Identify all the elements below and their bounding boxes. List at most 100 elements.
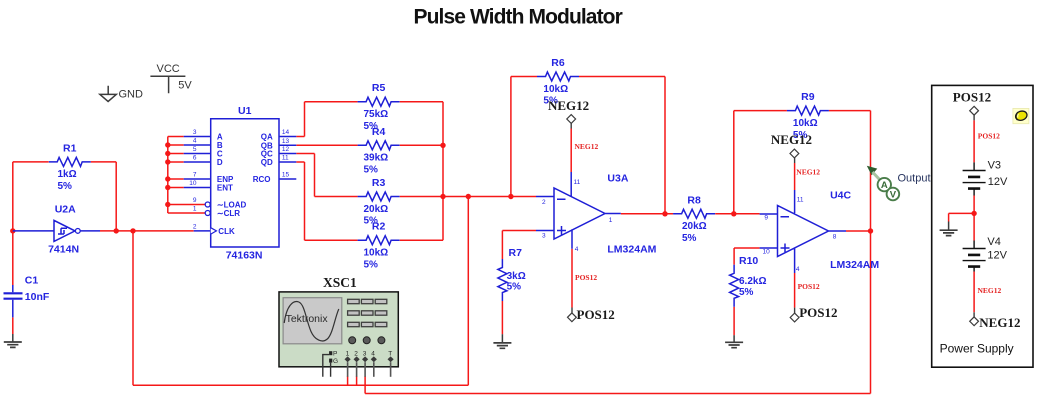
svg-text:P: P bbox=[333, 350, 337, 357]
svg-text:U2A: U2A bbox=[55, 204, 76, 216]
svg-text:5%: 5% bbox=[364, 216, 379, 227]
svg-text:V: V bbox=[890, 190, 897, 201]
svg-text:R6: R6 bbox=[551, 57, 565, 69]
svg-text:6.2kΩ: 6.2kΩ bbox=[739, 276, 766, 287]
svg-text:5V: 5V bbox=[178, 79, 192, 91]
svg-text:5%: 5% bbox=[507, 282, 522, 293]
svg-text:6: 6 bbox=[193, 155, 197, 162]
svg-text:NEG12: NEG12 bbox=[978, 286, 1002, 295]
svg-text:39kΩ: 39kΩ bbox=[364, 153, 389, 164]
svg-text:Output: Output bbox=[898, 173, 931, 185]
svg-text:C: C bbox=[217, 150, 223, 159]
svg-text:R3: R3 bbox=[372, 177, 386, 189]
svg-text:20kΩ: 20kΩ bbox=[682, 221, 707, 232]
svg-text:RCO: RCO bbox=[253, 175, 271, 184]
svg-text:NEG12: NEG12 bbox=[979, 315, 1020, 330]
svg-text:5: 5 bbox=[193, 146, 197, 153]
svg-text:NEG12: NEG12 bbox=[548, 98, 589, 113]
svg-text:R5: R5 bbox=[372, 82, 386, 94]
svg-text:QB: QB bbox=[261, 141, 273, 150]
svg-text:R9: R9 bbox=[801, 91, 815, 103]
svg-text:5%: 5% bbox=[364, 165, 379, 176]
svg-text:V3: V3 bbox=[988, 159, 1001, 171]
svg-text:5%: 5% bbox=[682, 233, 697, 244]
svg-text:11: 11 bbox=[797, 196, 804, 203]
svg-text:A: A bbox=[881, 180, 888, 191]
svg-text:13: 13 bbox=[282, 138, 290, 145]
svg-text:ENT: ENT bbox=[217, 184, 233, 193]
svg-text:U3A: U3A bbox=[607, 173, 628, 185]
svg-text:R8: R8 bbox=[687, 194, 701, 206]
svg-text:4: 4 bbox=[371, 350, 375, 357]
svg-text:74163N: 74163N bbox=[226, 250, 263, 262]
svg-text:7: 7 bbox=[193, 172, 197, 179]
svg-text:ENP: ENP bbox=[217, 175, 234, 184]
svg-text:D: D bbox=[217, 158, 223, 167]
svg-text:2: 2 bbox=[354, 350, 358, 357]
svg-text:5%: 5% bbox=[58, 181, 73, 192]
svg-text:POS12: POS12 bbox=[799, 305, 837, 320]
svg-text:20kΩ: 20kΩ bbox=[364, 204, 389, 215]
svg-text:V4: V4 bbox=[987, 236, 1000, 248]
svg-text:POS12: POS12 bbox=[577, 307, 615, 322]
svg-text:11: 11 bbox=[574, 179, 581, 186]
svg-text:B: B bbox=[217, 141, 223, 150]
svg-text:QA: QA bbox=[261, 133, 273, 142]
svg-text:10nF: 10nF bbox=[25, 291, 50, 303]
svg-text:R10: R10 bbox=[739, 255, 758, 267]
svg-text:2: 2 bbox=[193, 224, 197, 231]
svg-text:1: 1 bbox=[346, 350, 350, 357]
svg-text:1: 1 bbox=[609, 217, 613, 224]
svg-text:10kΩ: 10kΩ bbox=[543, 84, 568, 95]
svg-text:10: 10 bbox=[762, 248, 770, 255]
svg-text:3: 3 bbox=[193, 129, 197, 136]
svg-text:∼CLR: ∼CLR bbox=[217, 209, 240, 218]
svg-text:5%: 5% bbox=[364, 259, 379, 270]
svg-text:R2: R2 bbox=[372, 221, 386, 233]
svg-text:VCC: VCC bbox=[157, 63, 180, 75]
svg-text:NEG12: NEG12 bbox=[771, 132, 812, 147]
svg-text:C1: C1 bbox=[25, 275, 39, 287]
svg-text:10: 10 bbox=[189, 180, 197, 187]
svg-text:10kΩ: 10kΩ bbox=[364, 248, 389, 259]
svg-text:Tektronix: Tektronix bbox=[286, 313, 329, 325]
svg-text:POS12: POS12 bbox=[575, 273, 597, 282]
svg-text:U1: U1 bbox=[238, 105, 252, 117]
svg-text:11: 11 bbox=[282, 155, 289, 162]
svg-text:3: 3 bbox=[542, 233, 546, 240]
svg-text:4: 4 bbox=[193, 138, 197, 145]
svg-text:Power Supply: Power Supply bbox=[940, 342, 1014, 356]
svg-text:1kΩ: 1kΩ bbox=[58, 169, 77, 180]
svg-text:GND: GND bbox=[119, 89, 144, 101]
svg-text:G: G bbox=[333, 358, 338, 365]
svg-text:12: 12 bbox=[282, 146, 290, 153]
svg-text:R4: R4 bbox=[372, 126, 386, 138]
svg-text:5%: 5% bbox=[364, 121, 379, 132]
svg-text:1: 1 bbox=[193, 206, 197, 213]
svg-text:NEG12: NEG12 bbox=[796, 167, 820, 176]
svg-text:12V: 12V bbox=[987, 249, 1007, 261]
svg-text:4: 4 bbox=[796, 266, 800, 273]
svg-text:12V: 12V bbox=[988, 176, 1008, 188]
svg-text:Pulse Width Modulator: Pulse Width Modulator bbox=[413, 5, 622, 28]
svg-text:10kΩ: 10kΩ bbox=[793, 118, 818, 129]
svg-text:7414N: 7414N bbox=[48, 244, 79, 256]
svg-text:8: 8 bbox=[833, 234, 837, 241]
svg-text:POS12: POS12 bbox=[798, 282, 820, 291]
svg-text:R1: R1 bbox=[63, 142, 77, 154]
svg-text:14: 14 bbox=[282, 129, 290, 136]
svg-text:∼LOAD: ∼LOAD bbox=[217, 201, 247, 210]
svg-text:POS12: POS12 bbox=[953, 90, 991, 105]
svg-text:3: 3 bbox=[363, 350, 367, 357]
svg-text:5%: 5% bbox=[739, 287, 754, 298]
svg-text:QD: QD bbox=[261, 158, 273, 167]
svg-text:5%: 5% bbox=[793, 130, 808, 141]
svg-text:15: 15 bbox=[282, 172, 290, 179]
svg-text:XSC1: XSC1 bbox=[323, 275, 357, 290]
svg-text:9: 9 bbox=[764, 215, 768, 222]
svg-text:T: T bbox=[388, 350, 392, 357]
svg-text:LM324AM: LM324AM bbox=[830, 259, 879, 271]
svg-text:NEG12: NEG12 bbox=[575, 142, 599, 151]
svg-text:U4C: U4C bbox=[830, 190, 851, 202]
svg-text:75kΩ: 75kΩ bbox=[364, 109, 389, 120]
